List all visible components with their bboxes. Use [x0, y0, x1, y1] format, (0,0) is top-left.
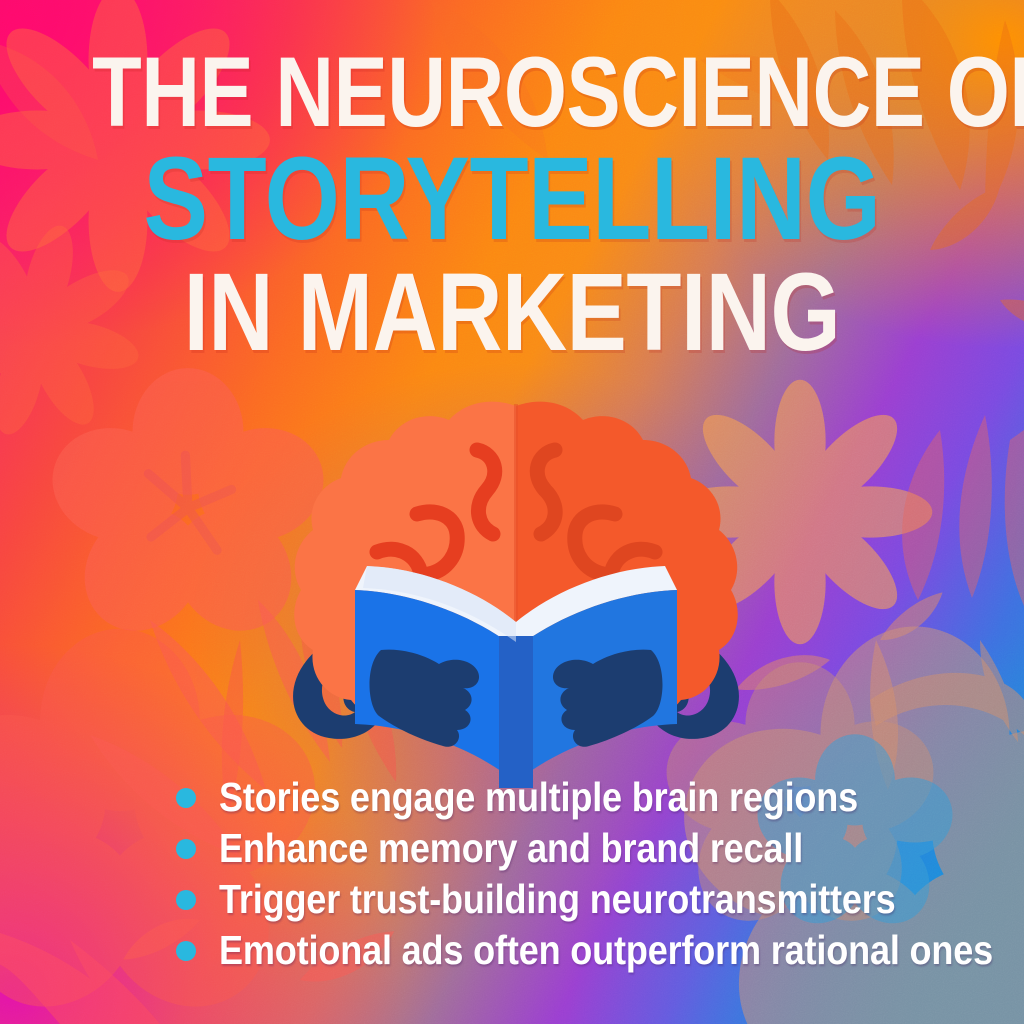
bullet-dot-icon [176, 787, 196, 808]
bullet-text: Stories engage multiple brain regions [219, 774, 859, 820]
book-spine [499, 636, 533, 788]
bullet-list: Stories engage multiple brain regions En… [176, 772, 1006, 976]
headline-line-2-storytelling: STORYTELLING [143, 133, 881, 266]
list-item: Trigger trust-building neurotransmitters [176, 874, 1006, 925]
bullet-text: Enhance memory and brand recall [219, 825, 804, 871]
bullet-text: Trigger trust-building neurotransmitters [219, 876, 896, 922]
list-item: Enhance memory and brand recall [176, 823, 1006, 874]
headline-block: THE NEUROSCIENCE OF STORYTELLING IN MARK… [0, 36, 1024, 375]
bullet-text: Emotional ads often outperform rational … [219, 927, 994, 973]
list-item: Stories engage multiple brain regions [176, 772, 1006, 823]
headline-line-1: THE NEUROSCIENCE OF [92, 36, 1024, 147]
bullet-dot-icon [176, 940, 196, 961]
headline-line-3: IN MARKETING [183, 251, 841, 375]
bullet-dot-icon [176, 838, 196, 859]
bullet-dot-icon [176, 889, 196, 910]
list-item: Emotional ads often outperform rational … [176, 925, 1006, 976]
brain-reading-book-illustration [271, 398, 761, 788]
